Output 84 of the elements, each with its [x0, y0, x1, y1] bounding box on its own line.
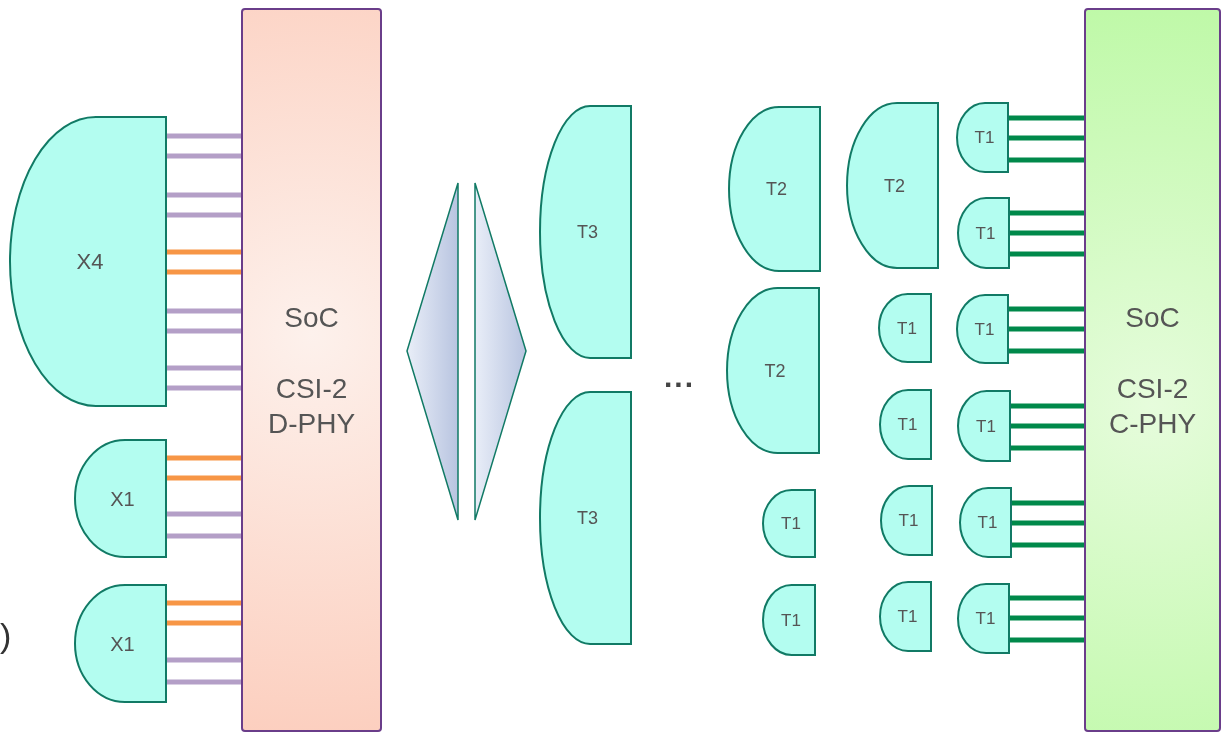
- sensor-shape: [729, 107, 820, 271]
- connection-line: [1009, 615, 1084, 621]
- connection-line: [166, 192, 241, 198]
- connection-line: [1010, 445, 1084, 451]
- connection-line: [1009, 595, 1084, 601]
- sensor-shape: [10, 117, 166, 406]
- sensor-shape: [960, 488, 1011, 557]
- node-label: X1: [110, 488, 135, 509]
- node-label: SoC: [283, 300, 340, 335]
- connection-line: [166, 212, 241, 218]
- connection-line: [166, 455, 241, 461]
- sensor-shape: [727, 288, 819, 453]
- sensor-shape: [75, 585, 166, 702]
- node-label: CSI-2 D-PHY: [266, 371, 357, 441]
- connection-line: [1008, 326, 1084, 332]
- connection-line: [1009, 210, 1084, 216]
- connection-line: [1011, 500, 1084, 506]
- node-label: T1: [898, 512, 919, 529]
- sensor-shape: [880, 582, 931, 651]
- sensor-shape: [763, 585, 815, 655]
- connection-line: [166, 657, 241, 663]
- connection-line: [1009, 637, 1084, 643]
- node-label: SoC: [1124, 300, 1181, 335]
- connection-line: [166, 600, 241, 606]
- node-label: T1: [897, 608, 918, 625]
- node-label: T1: [781, 611, 801, 629]
- connection-line: [166, 620, 241, 626]
- sensor-shape: [763, 490, 815, 557]
- connection-line: [1011, 542, 1084, 548]
- connection-line: [166, 365, 241, 371]
- connection-line: [1008, 306, 1084, 312]
- sensor-shape: [880, 390, 931, 459]
- node-label: T2: [766, 180, 787, 198]
- connection-line: [1008, 135, 1084, 141]
- connection-line: [166, 679, 241, 685]
- node-label: T1: [975, 224, 996, 242]
- sensor-shape: [957, 295, 1008, 363]
- connection-line: [166, 475, 241, 481]
- node-label: T1: [897, 416, 918, 433]
- node-label: X1: [110, 633, 135, 654]
- sensor-shape: [847, 103, 938, 268]
- node-label: T1: [897, 319, 917, 337]
- soc-block: [241, 8, 382, 732]
- sensor-shape: [75, 440, 166, 557]
- node-label: T2: [764, 361, 786, 380]
- node-label: T1: [975, 610, 996, 627]
- connection-line: [1009, 230, 1084, 236]
- sensor-shape: [540, 392, 631, 644]
- soc-block: [1084, 8, 1221, 732]
- connection-line: [1009, 251, 1084, 257]
- connection-line: [1008, 157, 1084, 163]
- connection-line: [166, 533, 241, 539]
- sensor-shape: [958, 198, 1009, 268]
- sensor-shape: [958, 391, 1010, 461]
- connection-line: [166, 133, 241, 139]
- node-label: T1: [976, 417, 996, 435]
- node-label: T3: [577, 509, 598, 527]
- node-label: T2: [884, 176, 905, 195]
- node-label: T3: [577, 223, 598, 241]
- node-label: CSI-2 C-PHY: [1107, 371, 1198, 441]
- node-label: T1: [974, 320, 995, 338]
- bracket-text: ): [0, 618, 12, 652]
- connection-line: [166, 385, 241, 391]
- sensor-shape: [879, 294, 931, 362]
- connection-line: [166, 511, 241, 517]
- sensor-shape: [881, 486, 932, 555]
- node-label: T1: [781, 515, 801, 532]
- sensor-shape: [540, 106, 631, 358]
- connection-line: [166, 328, 241, 334]
- connection-line: [1008, 348, 1084, 354]
- connection-line: [166, 153, 241, 159]
- connection-line: [166, 249, 241, 255]
- connection-line: [1008, 115, 1084, 121]
- node-label: T1: [974, 129, 995, 146]
- connection-line: [1010, 423, 1084, 429]
- connection-line: [166, 269, 241, 275]
- connection-line: [1010, 403, 1084, 409]
- node-label: T1: [977, 514, 998, 531]
- connection-line: [1011, 520, 1084, 526]
- ellipsis: ...: [664, 362, 695, 392]
- sensor-shape: [957, 103, 1008, 172]
- connection-line: [166, 308, 241, 314]
- sensor-shape: [958, 584, 1009, 653]
- node-label: X4: [76, 250, 104, 273]
